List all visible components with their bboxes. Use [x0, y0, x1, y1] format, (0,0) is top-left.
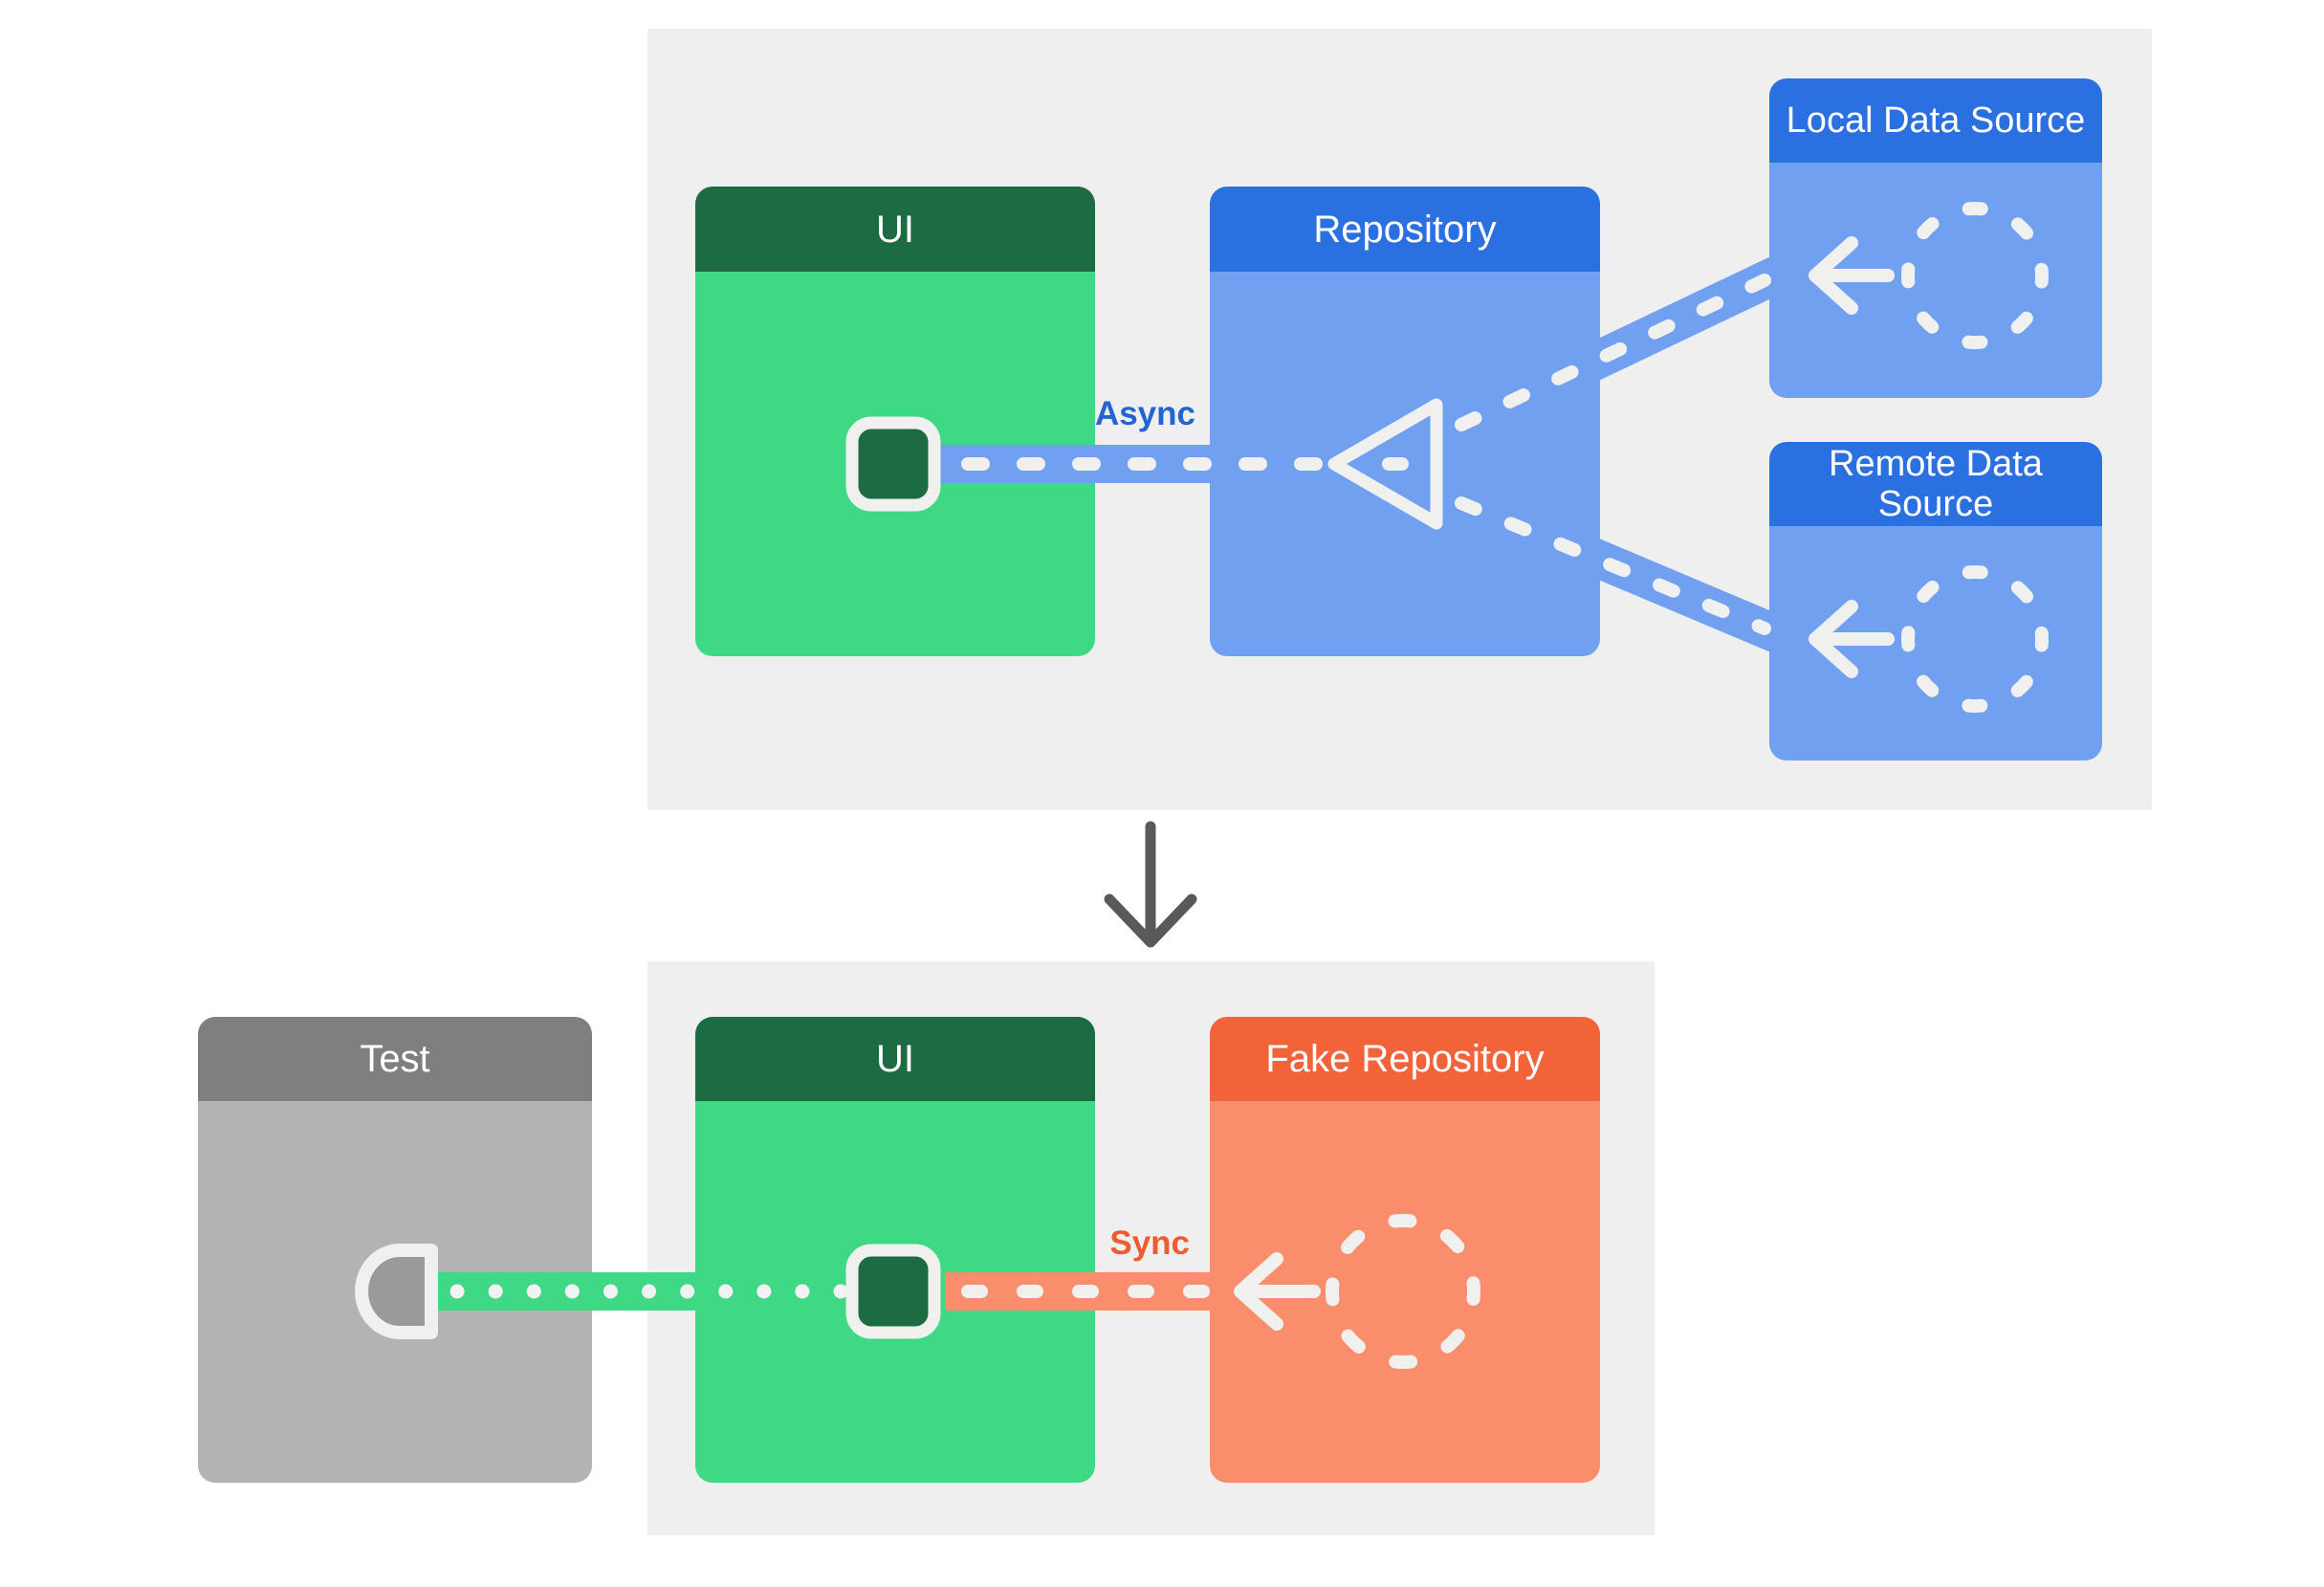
async-label: Async: [1094, 395, 1195, 432]
fake-repository-header: Fake Repository: [1210, 1017, 1600, 1101]
remote-data-source-body: [1769, 526, 2102, 760]
test-box: Test: [198, 1017, 592, 1483]
local-data-source-header: Local Data Source: [1769, 78, 2102, 163]
ui-box-title: UI: [876, 208, 914, 251]
test-box-header: Test: [198, 1017, 592, 1101]
ui-box-test: UI: [695, 1017, 1095, 1483]
remote-data-source-title: Remote Data Source: [1829, 444, 2043, 524]
remote-data-source-header: Remote Data Source: [1769, 442, 2102, 526]
test-box-title: Test: [360, 1038, 430, 1080]
fake-repository-box: Fake Repository: [1210, 1017, 1600, 1483]
ui-box-header: UI: [695, 187, 1095, 272]
sync-label: Sync: [1109, 1224, 1190, 1262]
repository-box-title: Repository: [1313, 208, 1497, 251]
remote-data-source-box: Remote Data Source: [1769, 442, 2102, 760]
fake-repository-body: [1210, 1101, 1600, 1483]
repository-box: Repository: [1210, 187, 1600, 656]
down-arrow-icon: [1104, 821, 1197, 948]
ui-box-test-title: UI: [876, 1038, 914, 1080]
local-data-source-box: Local Data Source: [1769, 78, 2102, 398]
ui-box-body: [695, 272, 1095, 656]
ui-box-test-header: UI: [695, 1017, 1095, 1101]
local-data-source-title: Local Data Source: [1786, 100, 2086, 141]
ui-box-test-body: [695, 1101, 1095, 1483]
test-box-body: [198, 1101, 592, 1483]
fake-repository-title: Fake Repository: [1265, 1038, 1545, 1080]
repository-box-body: [1210, 272, 1600, 656]
repository-box-header: Repository: [1210, 187, 1600, 272]
local-data-source-body: [1769, 163, 2102, 398]
ui-box-production: UI: [695, 187, 1095, 656]
